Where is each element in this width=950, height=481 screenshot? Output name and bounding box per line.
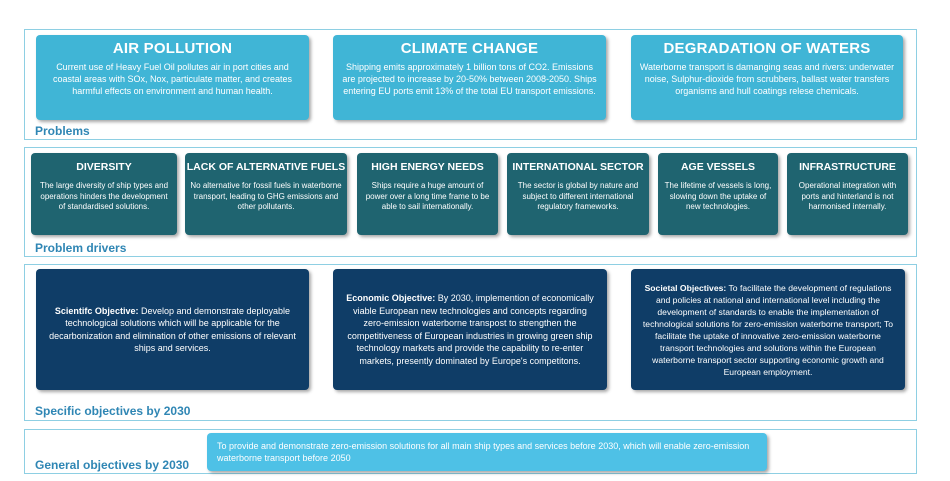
objective-scientific: Scientifc Objective: Develop and demonst… [36,269,309,390]
specific-objectives-label: Specific objectives by 2030 [35,404,191,418]
objective-text: Economic Objective: By 2030, implementio… [333,292,607,367]
driver-text: No alternative for fossil fuels in water… [190,181,342,211]
problem-climate-change: CLIMATE CHANGE Shipping emits approximat… [333,35,606,120]
problem-degradation-of-waters: DEGRADATION OF WATERS Waterborne transpo… [631,35,903,120]
driver-diversity: DIVERSITY The large diversity of ship ty… [31,153,177,235]
driver-title: LACK OF ALTERNATIVE FUELS [186,161,346,173]
objective-body: To facilitate the development of regulat… [642,282,894,377]
driver-title: DIVERSITY [76,161,132,173]
driver-title: HIGH ENERGY NEEDS [371,161,484,173]
problem-drivers-label: Problem drivers [35,241,127,255]
objective-text: Societal Objectives: To facilitate the d… [631,282,905,378]
general-objective-box: To provide and demonstrate zero-emission… [207,433,767,471]
problems-label: Problems [35,124,90,138]
driver-title: INFRASTRUCTURE [799,161,896,173]
driver-text: The lifetime of vessels is long, slowing… [664,181,772,211]
problem-air-pollution: AIR POLLUTION Current use of Heavy Fuel … [36,35,309,120]
objective-label: Economic Objective: [346,293,436,303]
objective-societal: Societal Objectives: To facilitate the d… [631,269,905,390]
problem-text: Waterborne transport is damanging seas a… [639,62,895,96]
driver-text: Operational integration with ports and h… [798,181,897,211]
objective-body: Develop and demonstrate deployable techn… [49,305,296,354]
driver-text: The sector is global by nature and subje… [517,181,639,211]
driver-title: AGE VESSELS [680,161,756,173]
objective-label: Scientifc Objective: [54,305,139,316]
problem-title: DEGRADATION OF WATERS [663,40,871,57]
objective-economic: Economic Objective: By 2030, implementio… [333,269,607,390]
driver-infrastructure: INFRASTRUCTURE Operational integration w… [787,153,908,235]
general-objective-text: To provide and demonstrate zero-emission… [217,440,750,464]
objective-body: By 2030, implemention of economically vi… [347,293,594,366]
problem-text: Shipping emits approximately 1 billion t… [342,62,597,96]
driver-international-sector: INTERNATIONAL SECTOR The sector is globa… [507,153,649,235]
objective-label: Societal Objectives: [644,282,727,293]
problem-title: CLIMATE CHANGE [400,40,539,57]
driver-age-vessels: AGE VESSELS The lifetime of vessels is l… [658,153,778,235]
driver-title: INTERNATIONAL SECTOR [512,161,644,173]
objective-text: Scientifc Objective: Develop and demonst… [36,305,309,355]
driver-high-energy-needs: HIGH ENERGY NEEDS Ships require a huge a… [357,153,498,235]
driver-text: The large diversity of ship types and op… [39,181,169,211]
general-objectives-label: General objectives by 2030 [35,458,190,472]
problem-text: Current use of Heavy Fuel Oil pollutes a… [52,62,293,96]
driver-lack-of-alternative-fuels: LACK OF ALTERNATIVE FUELS No alternative… [185,153,347,235]
driver-text: Ships require a huge amount of power ove… [365,181,490,211]
problem-title: AIR POLLUTION [112,40,233,57]
